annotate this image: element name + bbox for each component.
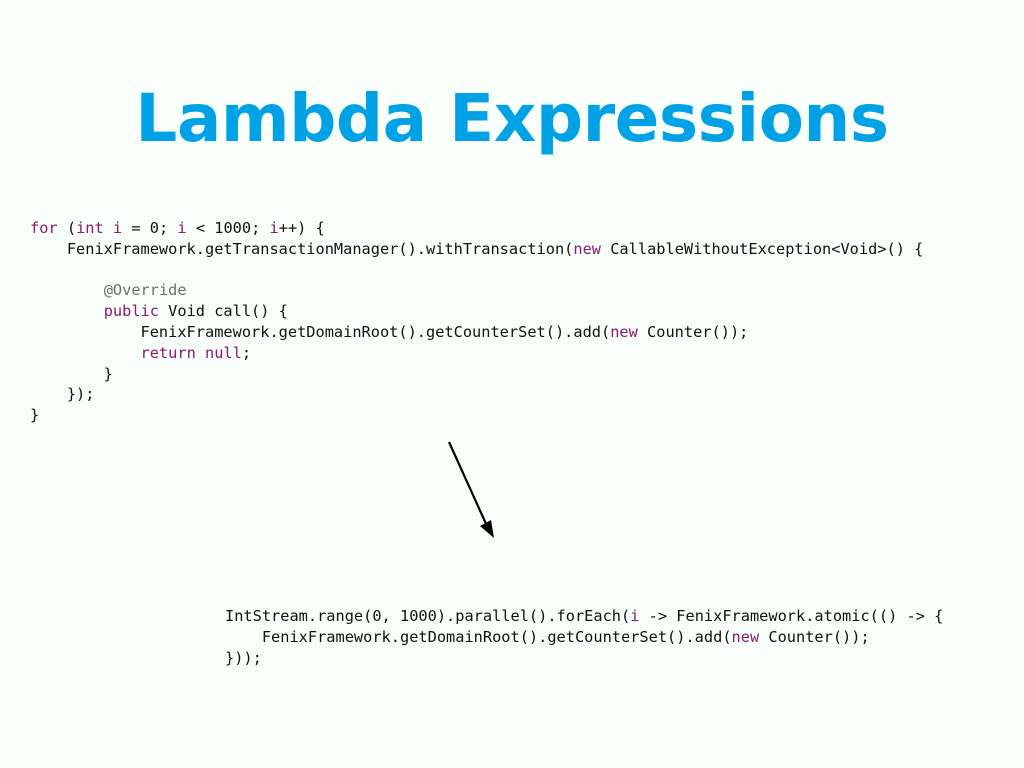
code-line: })); <box>225 648 943 669</box>
code-text: ++) { <box>278 219 325 237</box>
code-text: FenixFramework.getDomainRoot().getCounte… <box>30 322 611 341</box>
code-keyword: public <box>103 302 159 321</box>
code-keyword: int <box>76 219 104 237</box>
slide-title: Lambda Expressions <box>135 80 889 157</box>
code-line: FenixFramework.getTransactionManager().w… <box>30 239 924 260</box>
code-text: ( <box>57 219 77 237</box>
arrow-head <box>480 520 494 538</box>
code-text: CallableWithoutException<Void>() { <box>601 239 924 258</box>
code-text: FenixFramework.getTransactionManager().w… <box>30 239 574 258</box>
code-text <box>30 302 104 320</box>
arrow-shaft <box>447 441 489 527</box>
code-text: IntStream.range(0, 1000).parallel().forE… <box>225 607 631 625</box>
code-keyword: null <box>205 343 242 362</box>
code-line: IntStream.range(0, 1000).parallel().forE… <box>225 606 943 627</box>
code-text: } <box>30 406 40 425</box>
code-text: Void call() { <box>158 302 288 321</box>
code-line: FenixFramework.getDomainRoot().getCounte… <box>30 322 923 343</box>
code-line: @Override <box>30 280 923 301</box>
code-line: FenixFramework.getDomainRoot().getCounte… <box>225 627 943 648</box>
code-text <box>104 219 113 237</box>
code-text: })); <box>225 648 262 667</box>
code-line: for (int i = 0; i < 1000; i++) { <box>30 218 923 239</box>
code-block-anonymous-class: for (int i = 0; i < 1000; i++) { FenixFr… <box>30 218 923 426</box>
code-text: }); <box>30 385 95 404</box>
code-text <box>30 281 104 299</box>
code-line: public Void call() { <box>30 301 923 322</box>
code-keyword: new <box>573 239 602 258</box>
code-text <box>30 344 141 362</box>
code-keyword: i <box>112 219 123 237</box>
code-line: }); <box>30 384 923 405</box>
code-keyword: new <box>610 322 638 341</box>
code-text: Counter()); <box>759 627 870 646</box>
code-text <box>196 344 205 362</box>
code-text: FenixFramework.getDomainRoot().getCounte… <box>225 627 732 646</box>
code-keyword: return <box>140 343 196 362</box>
code-line <box>30 260 923 281</box>
code-line: return null; <box>30 343 923 364</box>
code-text: < 1000; <box>186 219 270 237</box>
code-keyword: new <box>731 627 760 646</box>
code-text: Counter()); <box>637 322 749 341</box>
code-keyword: i <box>630 607 640 625</box>
code-keyword: for <box>30 219 58 237</box>
code-block-lambda: IntStream.range(0, 1000).parallel().forE… <box>225 606 943 668</box>
code-keyword: i <box>177 219 187 237</box>
code-keyword: i <box>269 219 279 237</box>
code-text: -> FenixFramework.atomic(() -> { <box>639 607 944 625</box>
code-annotation: @Override <box>103 281 187 300</box>
code-line: } <box>30 405 923 426</box>
code-text: } <box>30 364 113 383</box>
code-text: ; <box>241 343 252 362</box>
arrow-down-right-icon <box>447 441 494 538</box>
code-text: = 0; <box>122 219 178 237</box>
code-line: } <box>30 364 923 385</box>
